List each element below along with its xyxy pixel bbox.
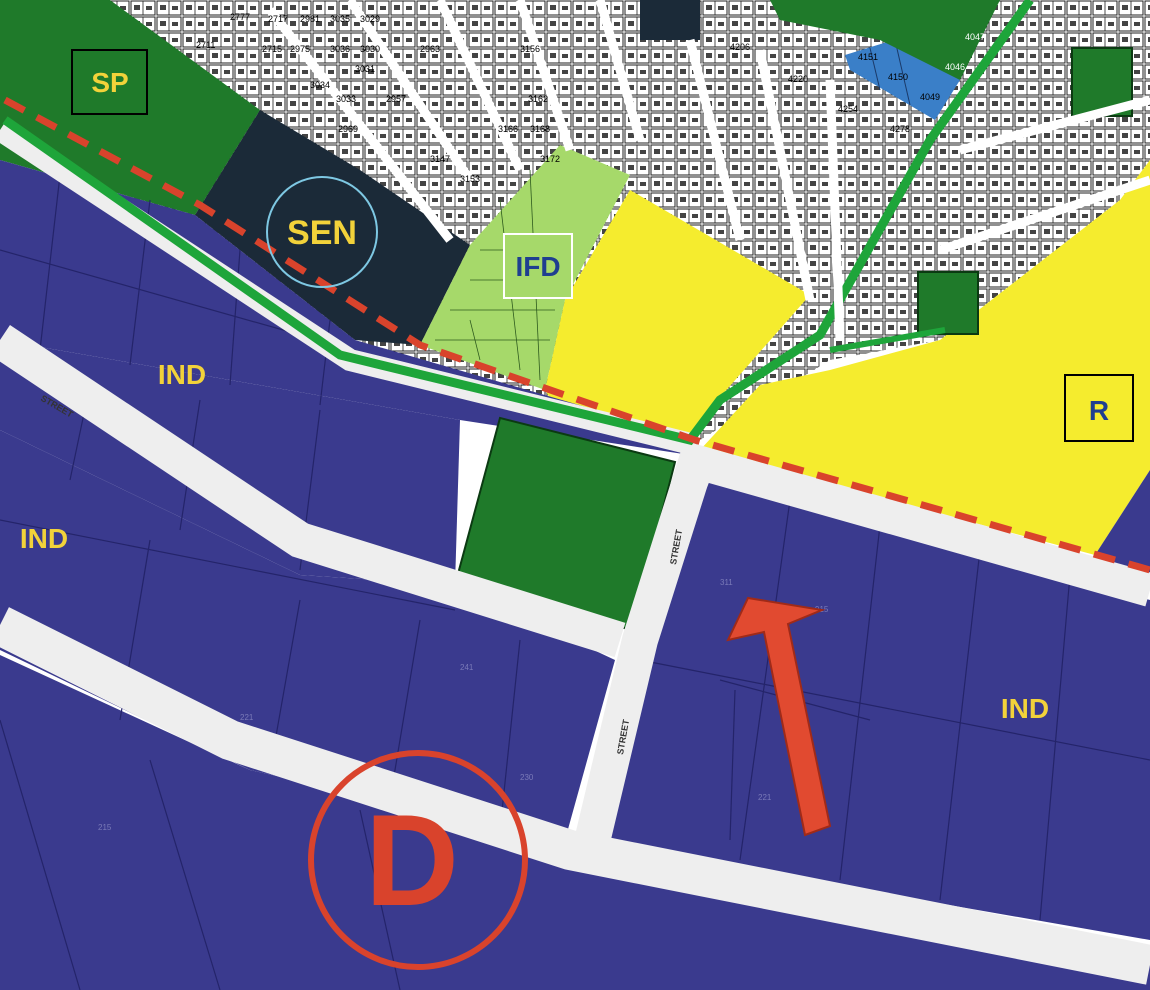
parcel-number: 4254	[838, 104, 858, 114]
street-vertical	[572, 444, 718, 855]
parcel-number: 3153	[460, 174, 480, 184]
parcel-number: 4220	[788, 74, 808, 84]
street-east	[685, 443, 1150, 607]
blue-parcel-lines	[869, 39, 911, 106]
sp-label-box	[71, 49, 148, 115]
sen-label-circle	[266, 176, 378, 288]
d-marker-label: D	[365, 787, 459, 933]
r-label: R	[1089, 395, 1109, 426]
park-top	[770, 0, 1000, 80]
parcel-number: 2975	[290, 44, 310, 54]
parcel-number: 3029	[360, 14, 380, 24]
parcel-number: 2957	[386, 94, 406, 104]
parcel-number: 4206	[730, 42, 750, 52]
parcel-number: 215	[98, 823, 112, 832]
parcel-number: 311	[720, 578, 733, 587]
green-band	[2, 0, 1034, 446]
residential-zone-right	[700, 160, 1150, 555]
industrial-zone-south	[0, 655, 1150, 990]
industrial-zone-corner	[1095, 470, 1150, 580]
street-west	[0, 325, 626, 658]
zone-boundary	[3, 96, 1150, 574]
parcel-number: 230	[520, 773, 534, 782]
parcel-number: 241	[460, 663, 474, 672]
industrial-zone-east	[605, 480, 1150, 940]
ifd-label: IFD	[515, 251, 560, 282]
parcel-number: 4046	[945, 62, 965, 72]
parcel-number: 3162	[528, 94, 548, 104]
parcel-number: 4049	[920, 92, 940, 102]
street-south	[0, 607, 1150, 985]
parcel-number: 3156	[520, 44, 540, 54]
industrial-zone-middle	[0, 430, 615, 840]
parcel-number: 3168	[530, 124, 550, 134]
ind-label: IND	[158, 359, 206, 390]
parcel-number: 3036	[330, 44, 350, 54]
sen-zone	[195, 110, 470, 345]
parcel-number: 2711	[196, 40, 215, 50]
parcel-number: 3030	[360, 44, 380, 54]
north-arrow-icon	[726, 596, 832, 837]
d-marker-circle	[308, 750, 528, 970]
parcel-number: 221	[240, 713, 254, 722]
parcel-number: 2963	[420, 44, 440, 54]
parcel-number: 2981	[300, 14, 320, 24]
parcel-number: 4047	[965, 32, 985, 42]
green-band-branch	[829, 327, 946, 353]
parcel-number: 4150	[888, 72, 908, 82]
residential-parcel-numbers: 2777 2711 2717 2715 2975 2981 3035 3029 …	[196, 12, 985, 184]
residential-zone-center	[545, 190, 810, 440]
parcel-number: 221	[758, 793, 772, 802]
sen-label: SEN	[287, 214, 357, 252]
parcel-number: 3031	[355, 64, 375, 74]
parcel-number: 2777	[230, 12, 250, 22]
parcel-number: 4278	[890, 124, 910, 134]
parcel-number: 3172	[540, 154, 560, 164]
parcel-number: 2717	[268, 14, 288, 24]
parcel-number: 3166	[498, 124, 518, 134]
parcel-number: 3033	[336, 94, 356, 104]
park-mid-right	[917, 271, 979, 335]
parcel-number: 2969	[338, 124, 358, 134]
parcel-number: 3034	[310, 80, 330, 90]
residential-streets	[266, 0, 1150, 341]
ind-label: IND	[1001, 693, 1049, 724]
dark-block-top	[640, 0, 700, 40]
r-label-box	[1064, 374, 1134, 442]
parcel-number: 2715	[262, 44, 282, 54]
ind-label: IND	[20, 523, 68, 554]
sp-label: SP	[91, 67, 128, 98]
parcel-number: 3147	[430, 154, 450, 164]
ifd-label-box	[503, 233, 573, 299]
parcel-number: 3035	[330, 14, 350, 24]
parcel-number: 4151	[858, 52, 878, 62]
